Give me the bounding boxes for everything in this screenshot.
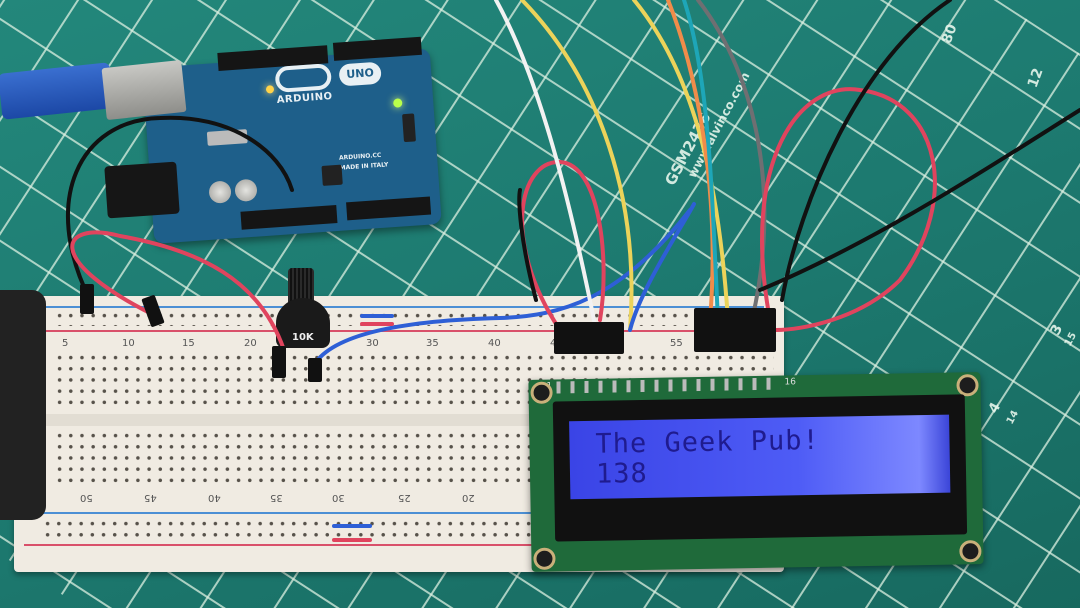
mount-hole xyxy=(530,381,553,404)
column-number: 10 xyxy=(122,338,135,349)
wire-yellow-2 xyxy=(632,0,730,322)
column-number: 30 xyxy=(366,338,379,349)
mount-hole xyxy=(533,547,556,570)
column-number: 40 xyxy=(488,338,501,349)
wire-yellow-1 xyxy=(520,0,634,332)
column-number: 5 xyxy=(62,338,69,349)
dupont-connector xyxy=(80,284,94,314)
mount-hole xyxy=(956,374,979,397)
power-rail-holes-bottom xyxy=(42,518,532,540)
lcd-bezel: The Geek Pub! 138 xyxy=(552,394,968,542)
lcd-1602-module: 1 16 The Geek Pub! 138 xyxy=(528,372,984,572)
rail-blue-top xyxy=(36,306,764,308)
wire-blue-pot-wiper xyxy=(314,208,692,364)
rail-red-top xyxy=(36,330,764,332)
wire-black-1 xyxy=(780,0,952,302)
side-module xyxy=(0,290,46,520)
wire-black-3 xyxy=(517,188,538,302)
dupont-connector-group xyxy=(694,308,776,352)
mount-hole xyxy=(959,540,982,563)
wire-blue-2 xyxy=(628,202,696,332)
lcd-line-2: 138 xyxy=(595,457,649,490)
dupont-connector xyxy=(308,358,322,382)
wire-red-5v xyxy=(70,230,286,352)
column-number: 15 xyxy=(182,338,195,349)
lcd-pin-label-end: 16 xyxy=(784,377,796,388)
column-number: 35 xyxy=(426,338,439,349)
potentiometer-label: 10K xyxy=(292,332,314,343)
wire-red-loop-right xyxy=(760,87,937,332)
wire-orange xyxy=(666,0,715,322)
wire-teal xyxy=(682,0,720,322)
rail-blue-bottom xyxy=(24,512,534,514)
lcd-pin-header xyxy=(556,377,781,394)
lcd-screen: The Geek Pub! 138 xyxy=(569,414,951,500)
dupont-connector xyxy=(272,346,286,378)
dupont-connector-group xyxy=(554,322,624,354)
column-number: 55 xyxy=(670,338,683,349)
wire-white xyxy=(494,0,598,332)
wire-black-2 xyxy=(758,108,1080,292)
column-number: 20 xyxy=(244,338,257,349)
rail-red-bottom xyxy=(24,544,534,546)
potentiometer[interactable] xyxy=(276,298,330,348)
wire-black-arduino-gnd xyxy=(65,115,294,302)
lcd-line-1: The Geek Pub! xyxy=(595,424,821,460)
wire-gray xyxy=(696,0,767,322)
